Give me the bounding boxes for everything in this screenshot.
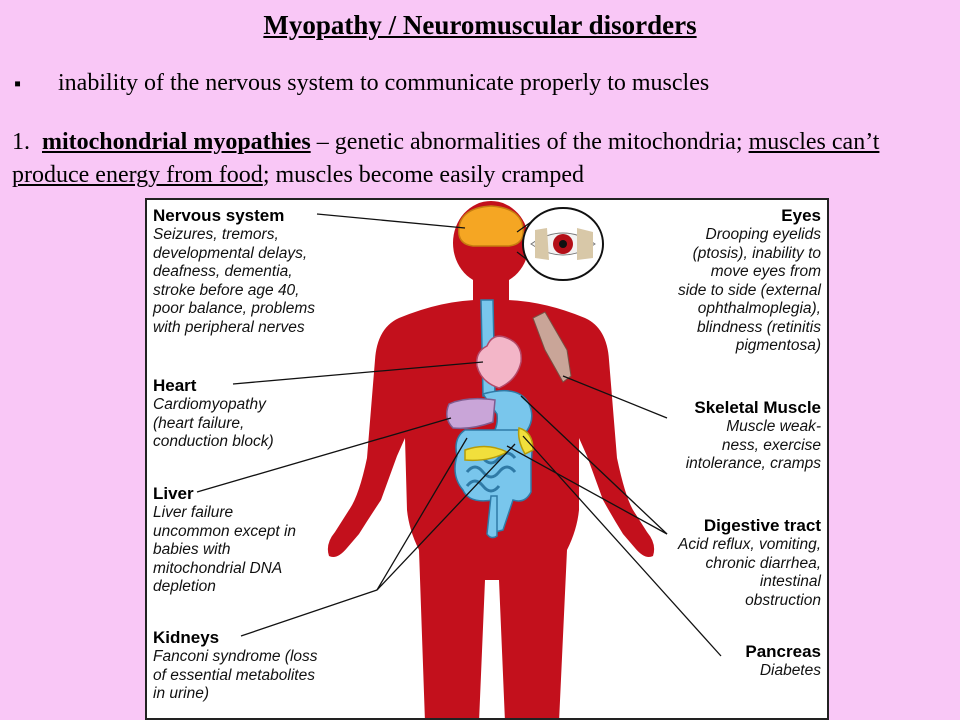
para-number: 1. <box>12 129 30 155</box>
label-line: depletion <box>153 578 216 595</box>
para-rest-text: ; muscles become easily cramped <box>262 162 585 188</box>
label-line: in urine) <box>153 685 209 702</box>
label-heading: Eyes <box>781 206 821 225</box>
label-kidneys: Kidneys Fanconi syndrome (loss of essent… <box>153 628 318 704</box>
label-heading: Liver <box>153 484 194 503</box>
gallbladder-shape <box>517 427 534 455</box>
para-dash-text: – genetic abnormalities of the mitochond… <box>310 129 743 155</box>
bullet-point: ▪ inability of the nervous system to comm… <box>14 70 709 97</box>
label-line: chronic diarrhea, <box>705 554 821 572</box>
label-line: Cardiomyopathy <box>153 396 266 413</box>
label-line: poor balance, problems <box>153 300 315 317</box>
skeletal-muscle-patch <box>532 311 572 383</box>
label-line: (ptosis), inability to <box>692 244 821 262</box>
bullet-square-icon: ▪ <box>14 73 22 95</box>
label-heading: Heart <box>153 376 197 395</box>
para-term: mitochondrial myopathies <box>42 129 311 155</box>
label-line: babies with <box>153 541 231 558</box>
label-line: (heart failure, <box>153 414 245 432</box>
body-illustration <box>196 201 722 718</box>
label-line: mitochondrial DNA <box>153 559 283 577</box>
mito-paragraph: 1. mitochondrial myopathies – genetic ab… <box>12 126 952 192</box>
label-line: Acid reflux, vomiting, <box>678 536 821 553</box>
label-line: side to side (external <box>677 281 821 299</box>
label-line: intestinal <box>759 573 821 590</box>
body-diagram: Nervous system Seizures, tremors, develo… <box>145 198 829 720</box>
label-line: ophthalmoplegia), <box>697 300 821 317</box>
label-eyes: Eyes Drooping eyelids (ptosis), inabilit… <box>678 206 821 356</box>
label-heading: Kidneys <box>153 628 220 647</box>
label-line: obstruction <box>745 591 821 609</box>
label-heading: Pancreas <box>745 642 821 661</box>
label-line: stroke before age 40, <box>153 281 300 299</box>
label-heading: Digestive tract <box>703 516 821 535</box>
brain-shape <box>458 205 524 247</box>
label-line: Muscle weak- <box>726 418 821 435</box>
label-pancreas: Pancreas Diabetes <box>745 642 821 681</box>
label-skeletal-muscle: Skeletal Muscle Muscle weak- ness, exerc… <box>686 398 821 474</box>
slide-title: Myopathy / Neuromuscular disorders <box>263 10 697 40</box>
label-digestive-tract: Digestive tract Acid reflux, vomiting, c… <box>678 516 821 610</box>
label-line: Fanconi syndrome (loss <box>153 648 318 665</box>
label-line: ness, exercise <box>721 436 821 454</box>
label-heading: Nervous system <box>153 206 285 225</box>
eye-inset <box>516 207 604 281</box>
label-line: Seizures, tremors, <box>153 226 279 243</box>
label-line: with peripheral nerves <box>153 318 305 336</box>
para-underlined-text: muscles can’t produce energy from food <box>12 129 880 188</box>
label-line: pigmentosa) <box>735 337 821 354</box>
label-line: Drooping eyelids <box>705 226 821 243</box>
label-heading: Skeletal Muscle <box>694 398 821 417</box>
label-line: uncommon except in <box>153 522 297 540</box>
label-line: conduction block) <box>153 433 274 450</box>
liver-shape <box>446 397 496 430</box>
label-line: deafness, dementia, <box>153 263 293 280</box>
leader-lines <box>196 213 722 657</box>
label-heart: Heart Cardiomyopathy (heart failure, con… <box>153 376 274 452</box>
label-line: Diabetes <box>759 662 821 679</box>
label-nervous-system: Nervous system Seizures, tremors, develo… <box>153 206 315 337</box>
bullet-text: inability of the nervous system to commu… <box>58 70 710 96</box>
label-line: blindness (retinitis <box>696 318 821 336</box>
label-line: move eyes from <box>710 263 821 280</box>
heart-shape <box>475 335 522 389</box>
label-line: developmental delays, <box>153 244 308 262</box>
label-liver: Liver Liver failure uncommon except in b… <box>153 484 296 597</box>
label-line: of essential metabolites <box>153 666 315 684</box>
label-line: intolerance, cramps <box>685 455 821 472</box>
label-line: Liver failure <box>153 504 234 521</box>
